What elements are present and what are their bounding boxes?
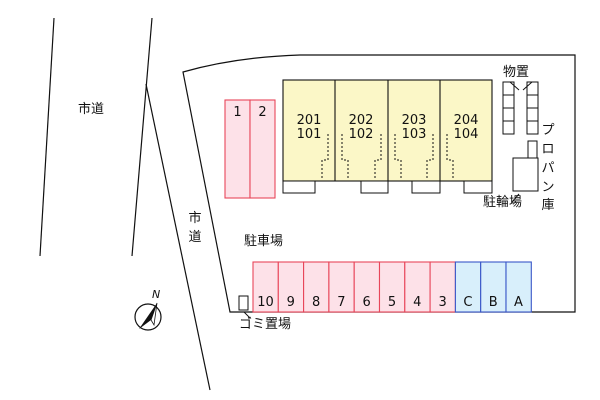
unit-upper: 201: [296, 113, 322, 128]
compass-north-label: N: [152, 288, 161, 301]
road-label-right: 市道: [188, 211, 202, 245]
parking-label: 駐車場: [244, 234, 284, 249]
parking-slot-2: [249, 99, 276, 199]
parking-slot-label-6: 6: [362, 295, 371, 310]
parking-slot-label-5: 5: [387, 295, 397, 310]
road-label-left: 市道: [78, 102, 105, 117]
unit-lower: 101: [296, 126, 322, 142]
unit-upper: 202: [348, 113, 374, 128]
storage-label: 物置: [503, 65, 530, 80]
parking-slot-label-3: 3: [438, 295, 447, 310]
parking-slot-7: [328, 261, 355, 313]
parking-slot-label-8: 8: [311, 295, 321, 310]
unit-lower: 102: [348, 126, 374, 142]
compass-icon: [134, 302, 162, 331]
bicycle-parking: [512, 157, 539, 192]
parking-slot-label-10: 10: [257, 295, 274, 310]
unit-lower: 104: [453, 126, 479, 142]
parking-slot-B: [480, 261, 507, 313]
parking-slot-1: [224, 99, 251, 199]
parking-area-bottom: [252, 261, 532, 313]
parking-slot-label-B: B: [488, 295, 498, 310]
site-boundary: [182, 54, 576, 313]
parking-slot-label-4: 4: [413, 295, 422, 310]
parking-slot-A: [505, 261, 532, 313]
unit-upper: 203: [401, 113, 427, 128]
parking-slot-label-7: 7: [337, 295, 346, 310]
storage-sheds: [502, 81, 539, 135]
trash-station-label: ゴミ置場: [239, 317, 292, 332]
unit-lower: 103: [401, 126, 427, 142]
apartment-building: [282, 79, 493, 194]
road-left-edge-2: [131, 17, 153, 257]
parking-area-top: [224, 99, 276, 199]
parking-slot-C: [454, 261, 482, 313]
parking-slot-label-1: 1: [233, 105, 242, 120]
parking-slot-label-9: 9: [286, 295, 295, 310]
parking-slot-label-2: 2: [258, 105, 267, 120]
road-left-edge-1: [39, 17, 55, 257]
parking-slot-4: [404, 261, 431, 313]
propane-label: プロパン庫: [541, 123, 555, 214]
bicycle-parking-label: 駐輪場: [483, 195, 523, 210]
parking-slot-label-A: A: [514, 295, 523, 310]
road-right-edge: [145, 83, 211, 391]
unit-upper: 204: [453, 113, 479, 128]
parking-slot-5: [378, 261, 406, 313]
parking-slot-8: [303, 261, 330, 313]
parking-slot-label-C: C: [463, 295, 473, 310]
trash-station: [238, 295, 249, 311]
